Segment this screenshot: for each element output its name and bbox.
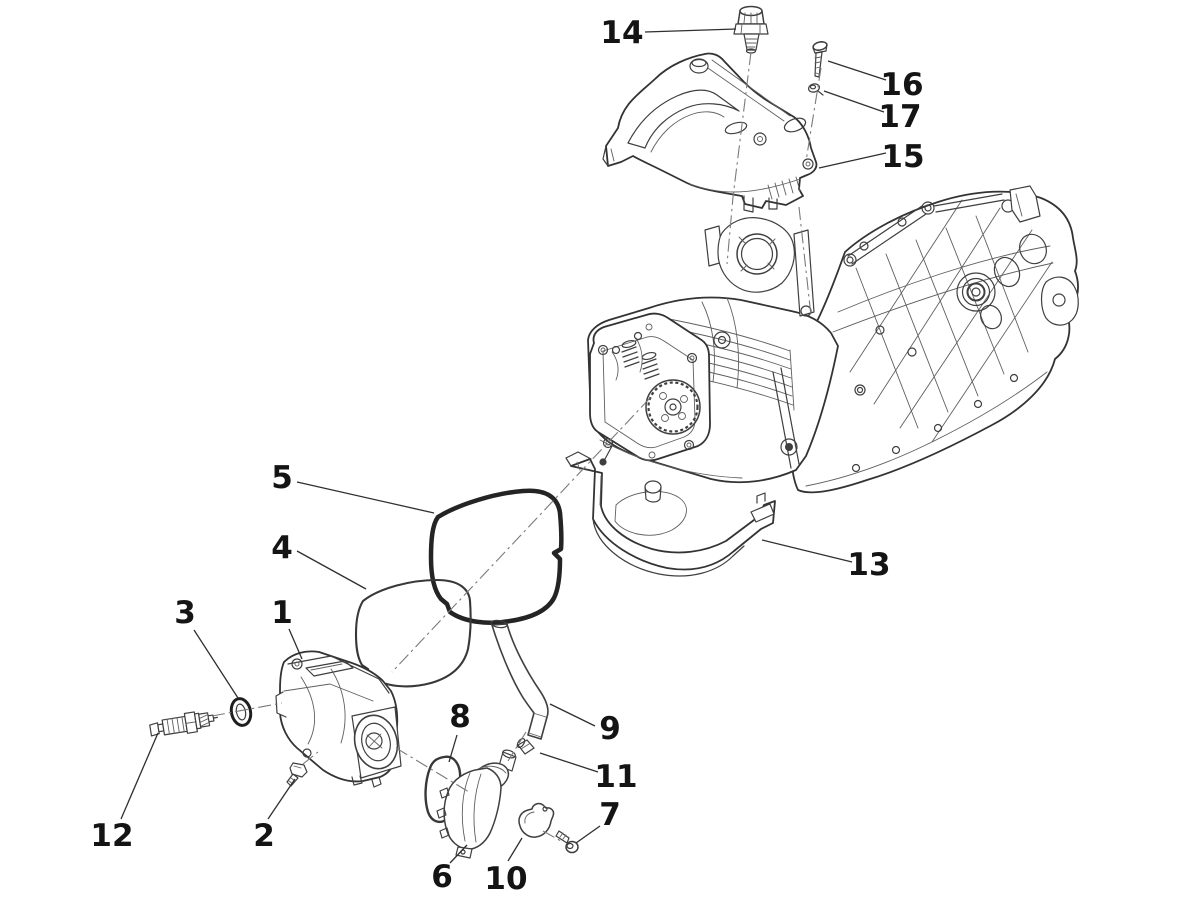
callout-number-9: 9 [599, 711, 621, 747]
assembly-axis-9 [302, 751, 319, 765]
part-3-seal-ring [229, 697, 253, 727]
callout-number-13: 13 [847, 547, 890, 583]
part-14-temperature-sensor [733, 5, 769, 54]
leader-line-9 [549, 703, 596, 727]
callout-number-15: 15 [881, 139, 924, 175]
cam-sprocket [645, 379, 701, 435]
callout-number-5: 5 [271, 460, 293, 496]
callout-number-12: 12 [90, 818, 133, 854]
engine-assembly [587, 185, 1079, 494]
callout-number-14: 14 [600, 15, 643, 51]
shroud-vent-grid [767, 176, 801, 200]
assembly-axis-2 [805, 67, 822, 162]
assembly-axis-6 [395, 747, 470, 793]
callout-number-8: 8 [449, 699, 471, 735]
part-2-bolt [286, 762, 308, 787]
part-7-screw [555, 830, 579, 854]
assembly-axes [211, 51, 822, 842]
leader-line-16 [827, 60, 887, 81]
callout-number-6: 6 [431, 859, 453, 895]
leader-line-2 [267, 778, 296, 820]
part-5-gasket-outer [428, 488, 564, 625]
leader-line-17 [823, 90, 885, 113]
part-17-washer-clip [807, 83, 824, 96]
engine-mount-bracket [843, 185, 1041, 267]
part-16-screw [812, 41, 828, 78]
assembly-axis-7 [507, 731, 527, 762]
part-12-spark-plug [149, 711, 219, 737]
leader-line-15 [818, 152, 887, 169]
callout-number-1: 1 [271, 595, 293, 631]
callout-number-17: 17 [878, 99, 921, 135]
callout-number-2: 2 [253, 818, 275, 854]
leader-line-14 [644, 28, 737, 33]
valve-springs [599, 331, 660, 466]
leader-line-13 [761, 539, 853, 563]
part-1-cylinder-head-cover [275, 650, 402, 788]
assembly-axis-4 [391, 397, 651, 673]
callout-number-16: 16 [880, 67, 923, 103]
leader-line-5 [296, 481, 435, 514]
part-9-breather-hose [490, 619, 549, 740]
assembly-axis-8 [542, 830, 562, 842]
cylinder-head-face [589, 312, 711, 466]
part-10-clamp [518, 802, 555, 838]
part-8-gasket [424, 755, 462, 824]
assembly-axis-5 [211, 702, 283, 717]
leader-line-3 [193, 629, 239, 699]
leader-line-4 [296, 550, 367, 590]
assembly-axis-3 [798, 206, 812, 317]
leader-line-7 [575, 825, 601, 844]
callout-number-10: 10 [484, 861, 527, 897]
part-15-upper-shroud-cover [602, 52, 818, 213]
leader-line-12 [120, 732, 159, 820]
leader-line-8 [448, 734, 458, 763]
callout-number-3: 3 [174, 595, 196, 631]
leader-line-10 [507, 837, 523, 862]
leader-line-6 [449, 844, 468, 864]
part-13-lower-shroud [565, 451, 776, 577]
intake-throttle [704, 217, 815, 317]
callout-number-7: 7 [599, 797, 621, 833]
crankcase-bosses [851, 199, 1079, 473]
leader-line-11 [539, 752, 599, 773]
callout-number-11: 11 [594, 759, 637, 795]
part-6-oil-separator [436, 749, 517, 859]
part-11-sleeve [516, 738, 535, 755]
assembly-axis-1 [726, 51, 752, 265]
leader-line-1 [288, 628, 303, 660]
callout-number-4: 4 [271, 530, 293, 566]
part-4-gasket-inner [354, 578, 472, 688]
